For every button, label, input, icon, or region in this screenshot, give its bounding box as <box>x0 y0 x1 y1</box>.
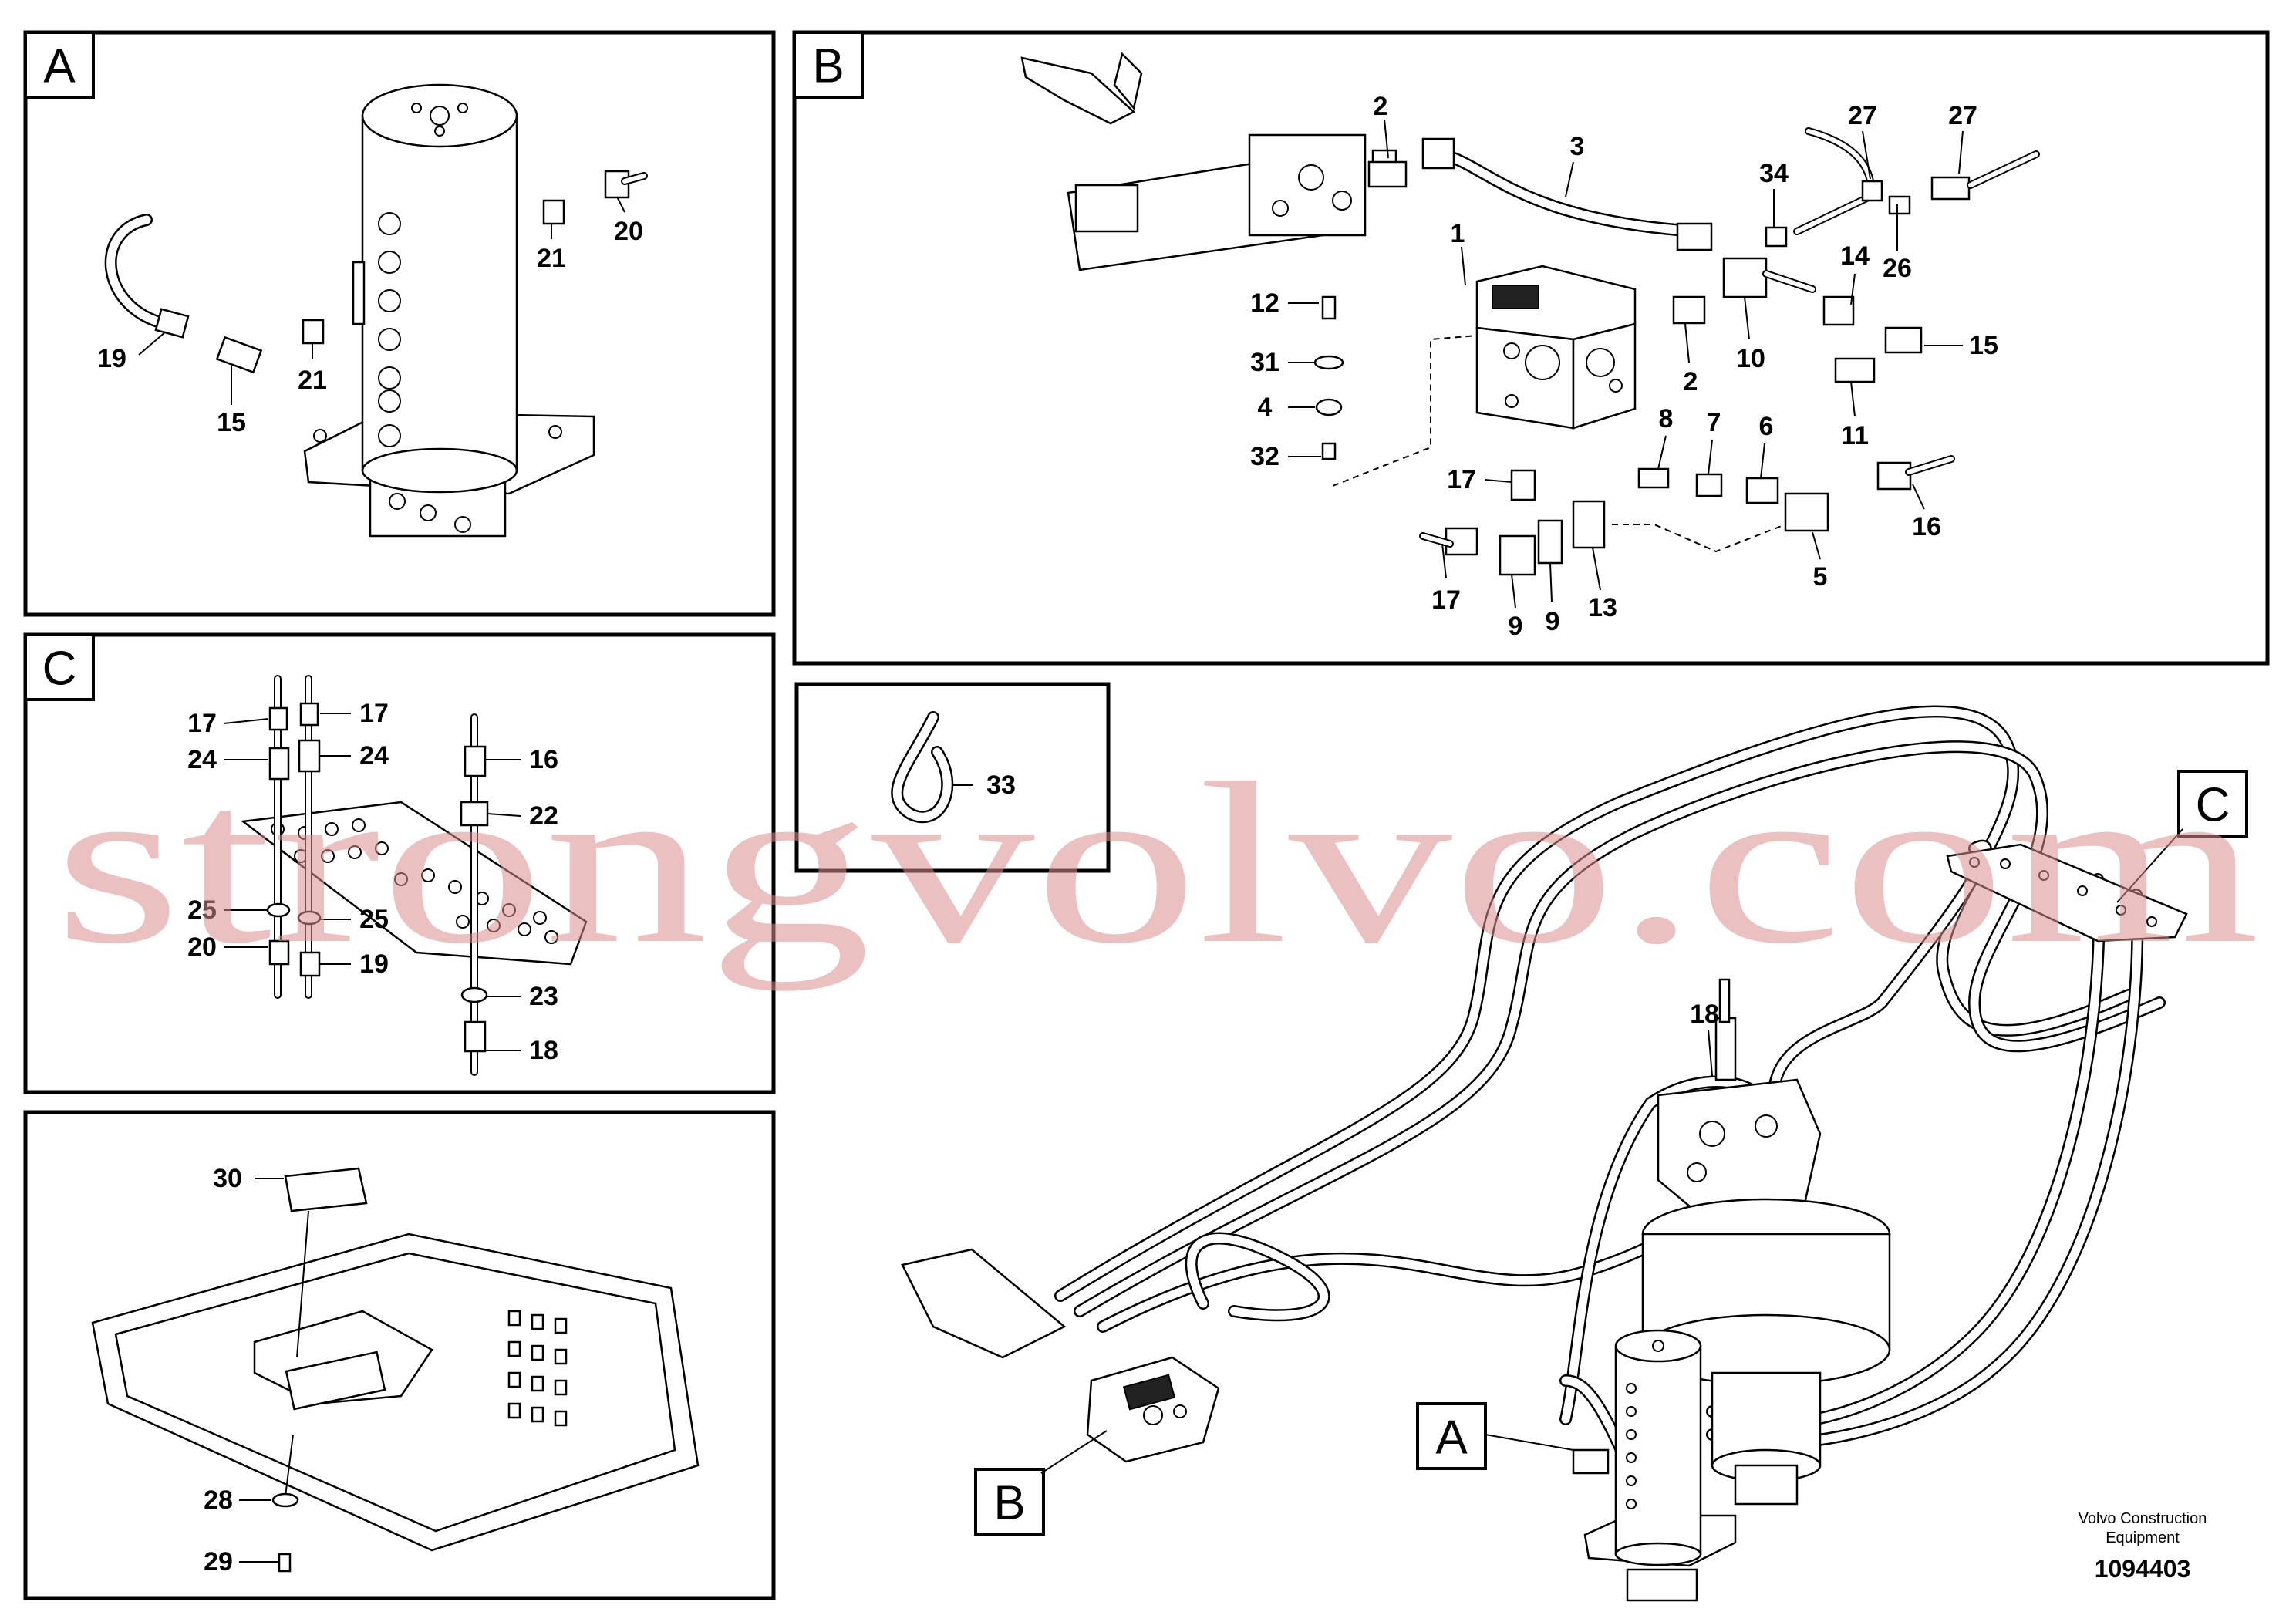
callout-10: 10 <box>1736 344 1765 373</box>
swing-motor-drawing <box>1641 978 1891 1506</box>
panel-floor-callouts: 30 28 29 <box>204 1164 284 1576</box>
callout-21: 21 <box>298 366 327 395</box>
callout-6: 6 <box>1759 412 1774 441</box>
panel-a-tag: A <box>43 40 76 93</box>
main-tag-c: C <box>2196 779 2230 832</box>
floor-plate-drawing <box>91 1167 700 1573</box>
pedal-valve-drawing <box>1020 52 1397 271</box>
callout-3: 3 <box>1570 132 1585 161</box>
callout-33: 33 <box>986 771 1016 800</box>
callout-32: 32 <box>1250 442 1279 471</box>
callout-25: 25 <box>187 895 217 925</box>
callout-5: 5 <box>1813 562 1828 592</box>
callout-14: 14 <box>1840 241 1870 271</box>
callout-24: 24 <box>187 745 217 774</box>
main-tag-b: B <box>993 1477 1025 1530</box>
callout-16: 16 <box>529 745 558 774</box>
callout-27: 27 <box>1948 101 1977 130</box>
cable-tie-drawing <box>891 711 954 824</box>
callout-27: 27 <box>1848 101 1877 130</box>
callout-17: 17 <box>1431 585 1461 615</box>
main-swivel-drawing <box>1572 1329 1737 1602</box>
callout-4: 4 <box>1258 393 1273 422</box>
callout-13: 13 <box>1588 593 1617 622</box>
callout-8: 8 <box>1659 404 1674 433</box>
callout-15: 15 <box>217 408 246 437</box>
panel-c-callouts: 17 17 24 24 16 22 25 25 20 19 23 18 <box>187 699 558 1065</box>
callout-15: 15 <box>1969 331 1998 360</box>
brand-line-2: Equipment <box>2106 1529 2180 1546</box>
valve-block-drawing <box>1475 265 1637 430</box>
swivel-joint-drawing <box>303 83 595 538</box>
panel-c: C 17 <box>23 632 776 1094</box>
watermark-text: strongvolvo.com <box>54 735 2260 992</box>
callout-26: 26 <box>1883 254 1912 283</box>
callout-19: 19 <box>97 344 126 373</box>
callout-2: 2 <box>1684 367 1698 396</box>
callout-1: 1 <box>1451 219 1465 248</box>
callout-20: 20 <box>187 932 217 962</box>
callout-31: 31 <box>1250 348 1279 377</box>
callout-2: 2 <box>1374 92 1388 121</box>
callout-9: 9 <box>1546 607 1560 636</box>
panel-c-tag: C <box>42 642 77 696</box>
clamp-plate-drawing <box>240 675 588 1076</box>
callout-11: 11 <box>1841 421 1869 450</box>
callout-29: 29 <box>204 1547 233 1576</box>
callout-30: 30 <box>213 1164 242 1193</box>
callout-16: 16 <box>1912 512 1941 541</box>
callout-17: 17 <box>359 699 389 728</box>
panel-a-callouts: 19 15 21 21 20 <box>97 196 643 437</box>
callout-28: 28 <box>204 1485 233 1515</box>
main-assembly: B A C 18 <box>901 705 2248 1602</box>
callout-7: 7 <box>1707 408 1721 437</box>
callout-9: 9 <box>1509 612 1523 641</box>
callout-12: 12 <box>1250 288 1279 318</box>
callout-21: 21 <box>537 244 566 273</box>
callout-22: 22 <box>529 801 558 831</box>
panel-strap: 33 <box>794 682 1111 873</box>
panel-a: A 19 15 21 <box>23 30 776 617</box>
drawing-number: 1094403 <box>2095 1555 2191 1583</box>
callout-23: 23 <box>529 982 558 1011</box>
brand-line-1: Volvo Construction <box>2079 1510 2207 1527</box>
callout-25: 25 <box>359 905 389 934</box>
title-block: Volvo Construction Equipment 1094403 <box>2079 1510 2207 1583</box>
callout-18: 18 <box>529 1036 558 1065</box>
callout-24: 24 <box>359 741 389 771</box>
main-tag-a: A <box>1435 1411 1468 1465</box>
callout-17: 17 <box>1447 465 1476 494</box>
panel-b-tag: B <box>812 40 844 93</box>
callout-18: 18 <box>1690 1000 1719 1029</box>
panel-b-callouts: 2 3 27 27 34 1 12 31 4 32 26 14 15 <box>1250 92 1998 641</box>
callout-34: 34 <box>1759 159 1789 188</box>
callout-20: 20 <box>614 217 643 246</box>
panel-b: B <box>792 30 2270 666</box>
panel-floor: 30 28 29 <box>23 1110 776 1600</box>
callout-17: 17 <box>187 709 217 738</box>
callout-19: 19 <box>359 949 389 979</box>
